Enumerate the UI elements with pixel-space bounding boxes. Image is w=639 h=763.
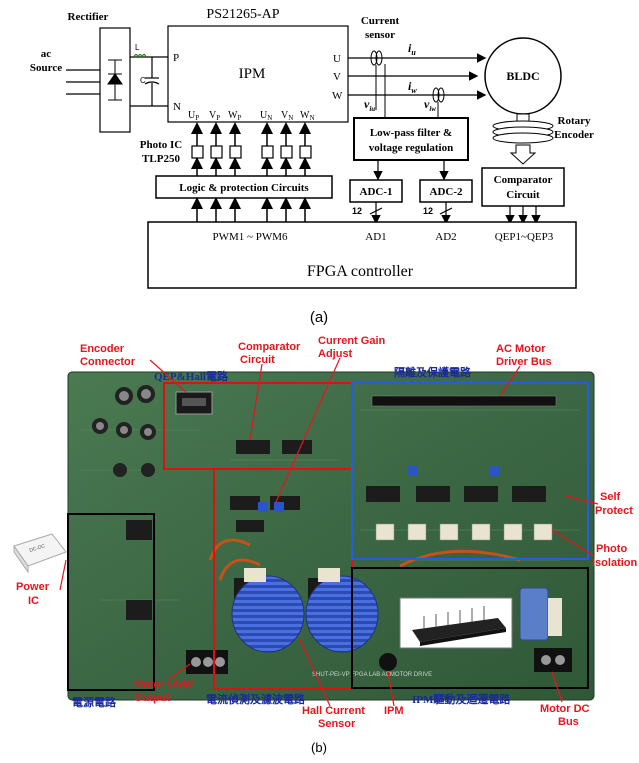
caption-b: (b) (311, 740, 327, 755)
ipm-model-label: PS21265-AP (206, 7, 279, 22)
fpga-label: FPGA controller (307, 263, 414, 280)
label-hall-sensor-1: Hall Current (302, 705, 365, 717)
label-ac-motor-bus-2: Driver Bus (496, 356, 552, 368)
label-power-ic-1: Power (16, 581, 50, 593)
label-encoder-connector-1: Encoder (80, 343, 125, 355)
label-encoder-connector-2: Connector (80, 356, 136, 368)
label-self-protect-2: Protect (595, 505, 633, 517)
label-ipm: IPM (384, 705, 404, 717)
gate-sub-vn: N (288, 114, 293, 122)
label-photo-isolation-2: Isolation (592, 557, 638, 569)
low-pass-filter-label-2: voltage regulation (369, 142, 453, 154)
label-power-ic-2: IC (28, 595, 39, 607)
board-photo: DC-DC SHUT-PEI-VP FPGA LAB ACMOTOR DRIVE… (14, 335, 638, 755)
gate-arrows-upper (197, 125, 305, 146)
label-comparator-2: Circuit (240, 354, 275, 366)
capacitor-label: C (140, 76, 146, 85)
rotary-encoder-label-1: Rotary (558, 115, 591, 127)
iw-label: iw (408, 79, 417, 95)
gate-sub-wn: N (309, 114, 314, 122)
bldc-label: BLDC (506, 69, 539, 83)
current-sensor-label-2: sensor (365, 29, 395, 41)
dc-bus (130, 57, 168, 106)
label-motor-dc-bus-2: Bus (558, 716, 579, 728)
caption-a: (a) (310, 309, 328, 326)
viw-label: viw (424, 97, 436, 113)
comparator-to-fpga-lines (510, 206, 536, 222)
viu-label: viu (364, 97, 375, 113)
pwm-arrows (197, 200, 305, 222)
photo-ic-label-1: Photo IC (140, 139, 183, 151)
label-photo-isolation-1: Photo (596, 543, 627, 555)
label-ipm-drive: IPM驅動及迴遷電路 (412, 692, 511, 706)
label-current-gain-1: Current Gain (318, 335, 386, 347)
adc2-bits: 12 (423, 206, 433, 216)
gate-sub-up: P (195, 114, 199, 122)
ac-source-label-1: ac (41, 48, 52, 60)
gate-sub-wp: P (237, 114, 241, 122)
ad2-label: AD2 (435, 231, 456, 243)
gate-sub-un: N (267, 114, 272, 122)
label-hall-sensor-2: Sensor (318, 718, 356, 730)
ipm-part (379, 653, 397, 671)
adc2-label: ADC-2 (430, 186, 463, 198)
rotary-encoder-icon (493, 114, 553, 164)
dc-bus-capacitor (520, 588, 548, 640)
ad1-label: AD1 (365, 231, 386, 243)
qep-label: QEP1~QEP3 (495, 231, 554, 243)
ipm-pin-u: U (333, 53, 341, 65)
photo-ic-label-2: TLP250 (142, 153, 180, 165)
low-pass-filter-label-1: Low-pass filter & (370, 127, 452, 139)
label-self-protect-1: Self (600, 491, 621, 503)
viu-sub: iu (369, 105, 375, 113)
adc1-label: ADC-1 (360, 186, 393, 198)
label-comparator-1: Comparator (238, 341, 301, 353)
resistor-block (548, 598, 562, 636)
iu-label: iu (408, 41, 416, 57)
label-power-circuit: 電源電路 (72, 695, 117, 709)
iu-sub: u (411, 48, 416, 57)
ac-source-lines (66, 70, 100, 94)
power-ic-module: DC-DC (14, 534, 66, 572)
ipm-label: IPM (239, 66, 266, 82)
comparator-label-1: Comparator (494, 174, 553, 186)
block-diagram: Rectifier ac Source L C (30, 7, 594, 326)
rectifier-label: Rectifier (68, 11, 109, 23)
logic-protection-label: Logic & protection Circuits (179, 182, 309, 194)
ipm-pin-w: W (332, 90, 343, 102)
label-motor-uvw-1: Motor UVW (134, 679, 194, 691)
label-current-filter: 電流偵測及濾波電路 (206, 692, 306, 706)
label-qep-hall: QEP&Hall電路 (154, 369, 229, 383)
ipm-pin-p: P (173, 52, 179, 64)
connector-pins (182, 398, 206, 406)
comparator-label-2: Circuit (506, 189, 540, 201)
label-motor-dc-bus-1: Motor DC (540, 703, 590, 715)
current-sensor-label-1: Current (361, 15, 400, 27)
label-current-gain-2: Adjust (318, 348, 353, 360)
board-silkscreen: SHUT-PEI-VP FPGA LAB ACMOTOR DRIVE (312, 672, 432, 678)
adc1-bits: 12 (352, 206, 362, 216)
ipm-module-inset (400, 598, 512, 648)
label-ac-motor-bus-1: AC Motor (496, 343, 546, 355)
ipm-pin-n: N (173, 101, 181, 113)
inductor-label: L (135, 43, 140, 52)
driver-bus-connector (372, 396, 556, 406)
rotary-encoder-label-2: Encoder (554, 129, 594, 141)
label-isolation-protect: 隔離及保護電路 (394, 365, 472, 379)
gate-sub-vp: P (216, 114, 220, 122)
gate-arrows-middle (197, 160, 305, 176)
iw-sub: w (411, 86, 417, 95)
ipm-pin-v: V (333, 71, 341, 83)
photo-ic-array (192, 146, 311, 158)
lpf-to-adc-lines (378, 160, 444, 178)
adc-to-fpga-lines (370, 202, 452, 222)
label-motor-uvw-2: Output (134, 692, 170, 704)
ac-source-label-2: Source (30, 62, 62, 74)
viw-sub: iw (429, 105, 436, 113)
pwm-label: PWM1 ~ PWM6 (212, 231, 288, 243)
